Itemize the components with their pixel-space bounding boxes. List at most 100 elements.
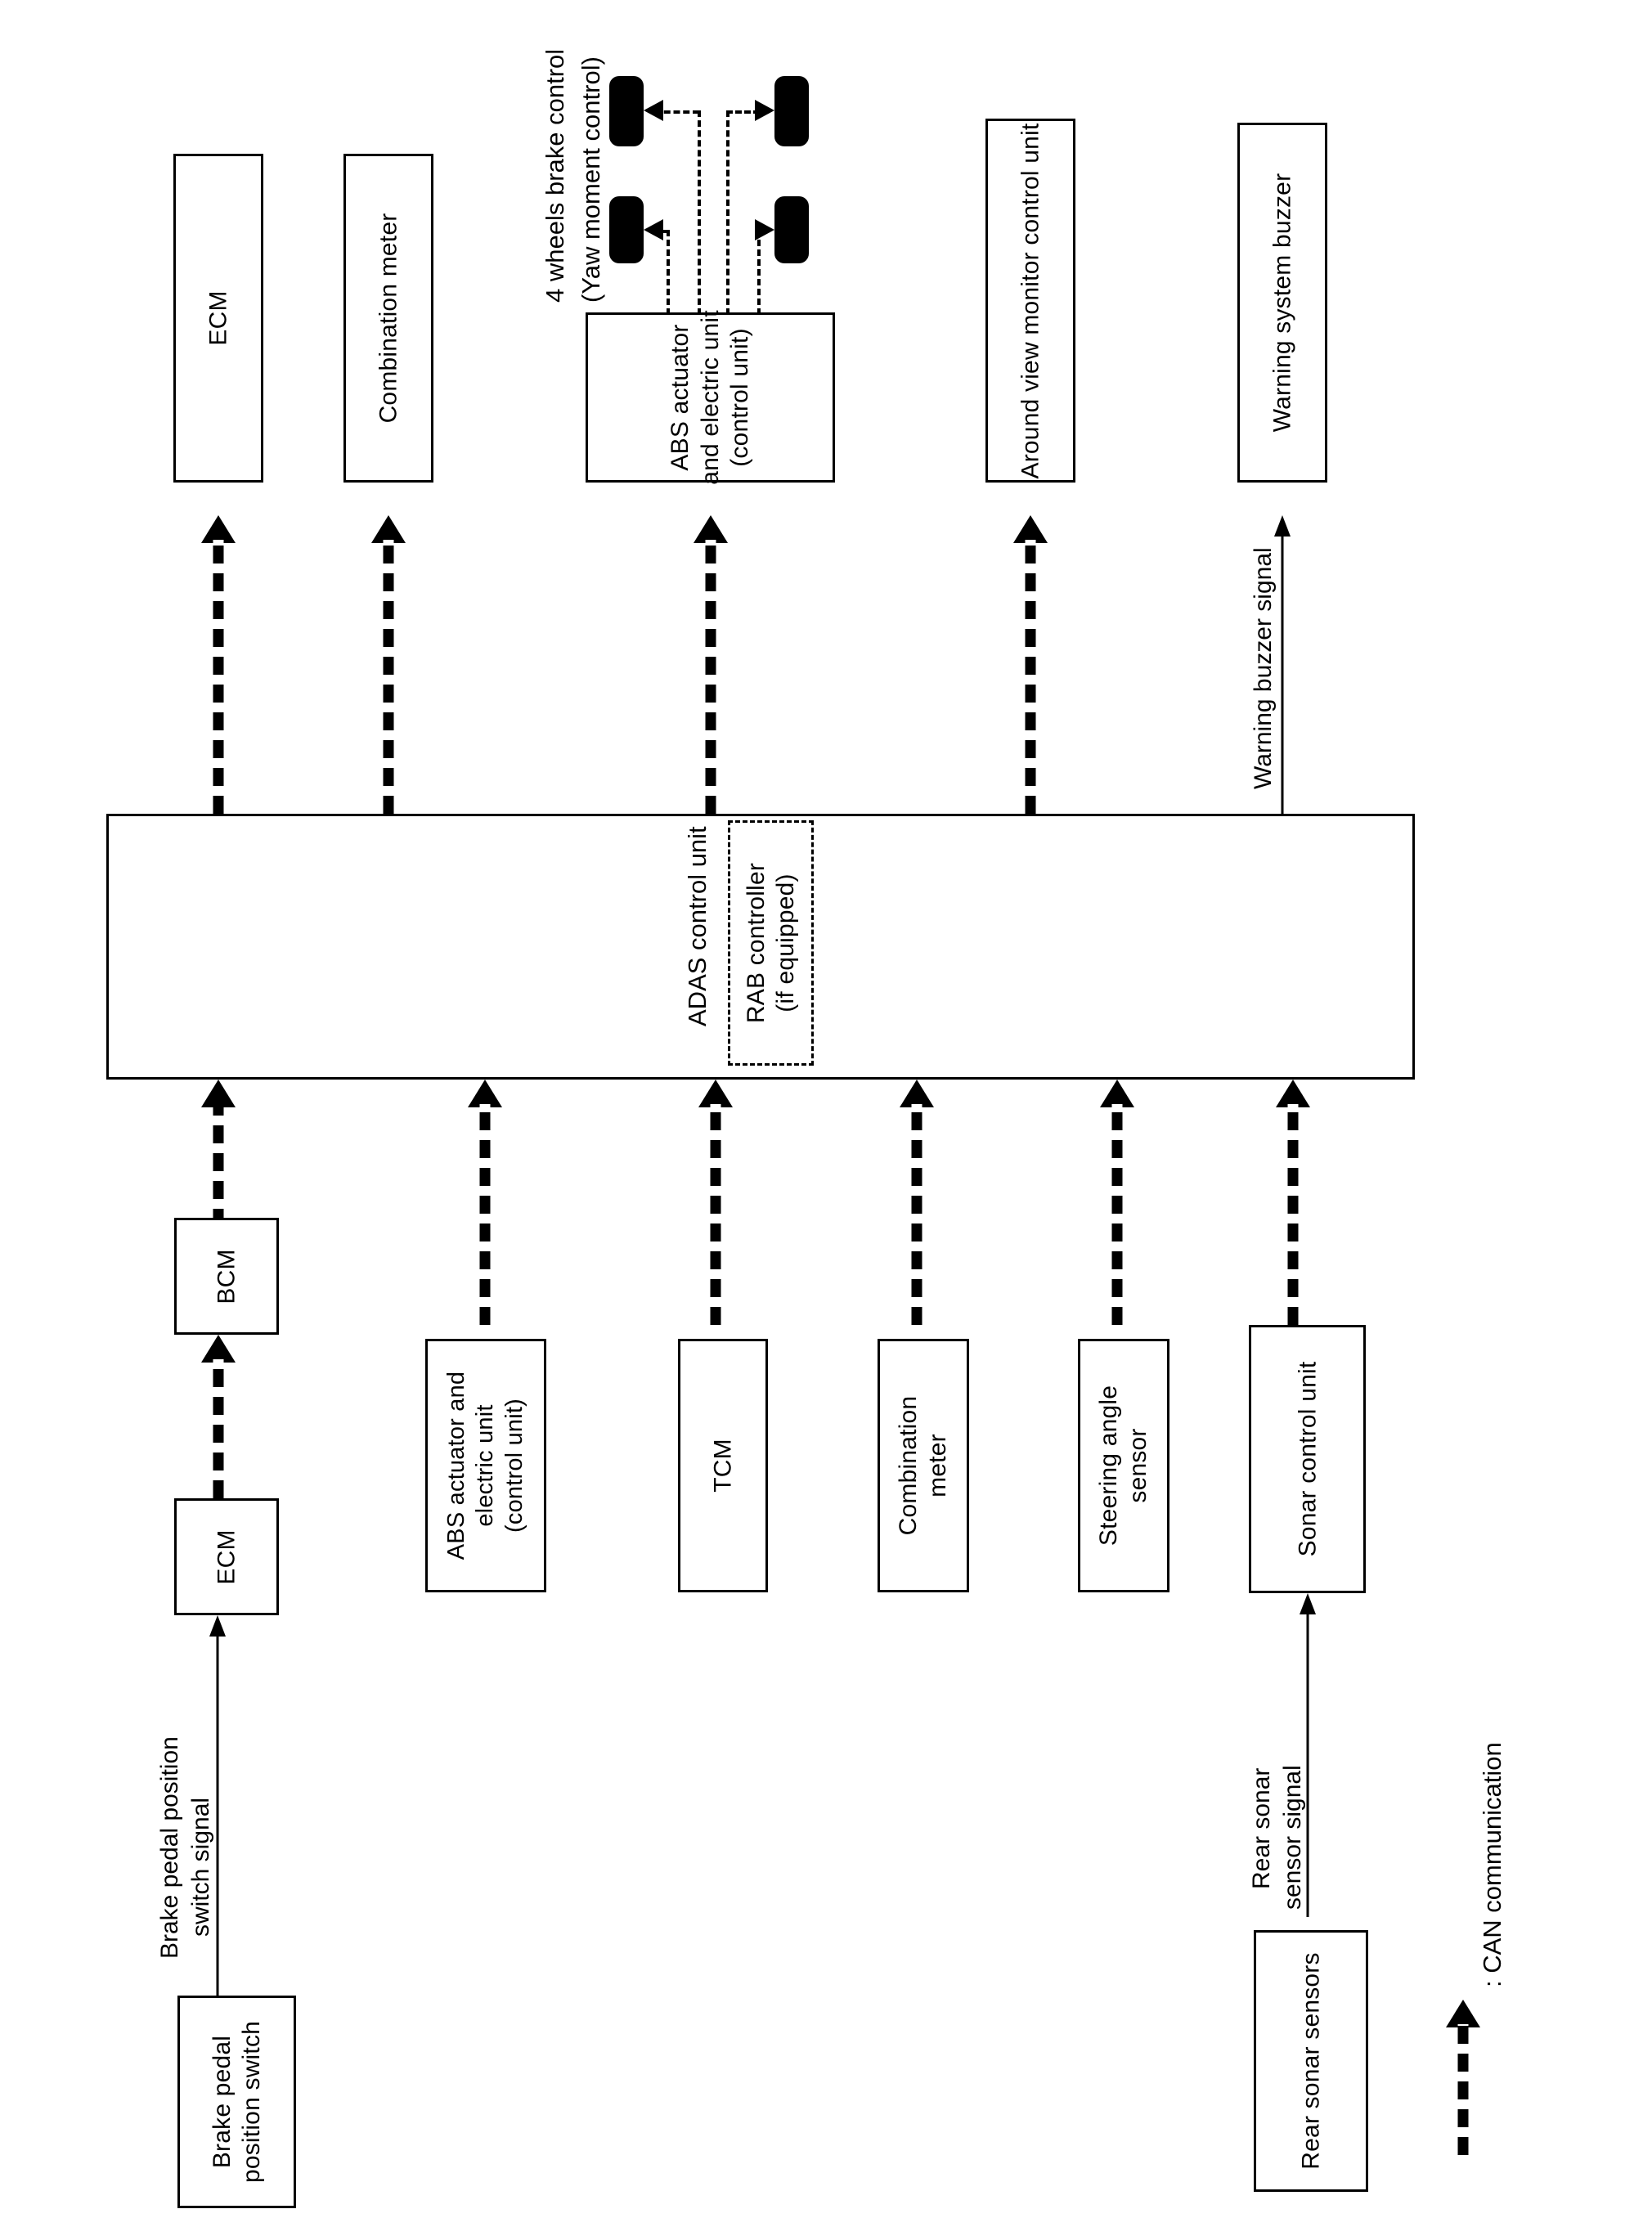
bpps-line2: position switch	[237, 2020, 265, 2184]
node-adas-control-unit-label: ADAS control unit	[683, 826, 712, 1026]
brake-pedal-switch-signal-label-line2: switch signal	[187, 1797, 214, 1937]
can-arrow-head-icon	[1446, 2000, 1480, 2027]
signal-arrow-rear-sonar-sensor	[1291, 1593, 1324, 1917]
abs-output-line2: and electric unit	[696, 310, 724, 485]
node-rear-sonar-sensors[interactable]: Rear sonar sensors	[1254, 1930, 1368, 2192]
can-arrow-tcm-to-adas	[698, 1080, 733, 1325]
node-abs-actuator-input-label: ABS actuator and electric unit (control …	[442, 1372, 529, 1560]
node-tcm-label: TCM	[709, 1439, 737, 1493]
node-sonar-control-unit-label: Sonar control unit	[1293, 1361, 1321, 1557]
can-arrow-shaft	[1457, 2024, 1469, 2155]
can-arrow-shaft	[1287, 1104, 1299, 1325]
warning-buzzer-signal-label: Warning buzzer signal	[1250, 547, 1277, 789]
brake-arrow-front-right-icon	[755, 100, 774, 121]
four-wheels-brake-control-annotation: 4 wheels brake control	[540, 49, 570, 303]
can-arrow-head-icon	[1276, 1080, 1310, 1107]
node-abs-actuator-input[interactable]: ABS actuator and electric unit (control …	[425, 1339, 546, 1592]
node-steering-angle-sensor-label: Steering angle sensor	[1094, 1385, 1153, 1546]
yaw-moment-control-annotation: (Yaw moment control)	[576, 56, 606, 303]
signal-arrow-warning-buzzer	[1266, 515, 1299, 814]
rab-line1: RAB controller	[742, 862, 770, 1024]
can-arrow-combination-meter-to-adas	[900, 1080, 934, 1325]
legend-label: : CAN communication	[1478, 1742, 1506, 1987]
can-arrow-shaft	[710, 1104, 721, 1325]
node-ecm-output-label: ECM	[204, 290, 232, 346]
node-rab-controller[interactable]: RAB controller (if equipped)	[728, 820, 814, 1066]
node-combination-meter-input-label: Combination meter	[894, 1396, 953, 1536]
signal-arrow-shaft	[1281, 535, 1284, 814]
node-abs-actuator-output[interactable]: ABS actuator and electric unit (control …	[586, 310, 835, 485]
signal-arrow-head-icon	[1274, 515, 1291, 537]
can-arrow-shaft	[911, 1104, 923, 1325]
cmi-line2: meter	[924, 1434, 951, 1497]
brake-arrow-rear-right-icon	[755, 219, 774, 240]
abs-output-line1: ABS actuator	[666, 324, 694, 471]
node-ecm-input-label: ECM	[213, 1529, 240, 1585]
node-around-view-monitor-label: Around view monitor control unit	[1017, 123, 1044, 478]
can-arrow-abs-to-adas	[468, 1080, 502, 1325]
can-arrow-head-icon	[371, 515, 406, 543]
wheel-front-right	[774, 76, 809, 146]
can-arrow-adas-to-combination-meter	[371, 515, 406, 814]
brake-line-fl-vertical	[698, 110, 701, 315]
can-arrow-adas-to-ecm	[201, 515, 236, 814]
node-ecm-input[interactable]: ECM	[174, 1498, 279, 1615]
brake-arrow-front-left-icon	[644, 100, 663, 121]
node-tcm[interactable]: TCM	[678, 1339, 768, 1592]
can-arrow-bcm-to-adas	[201, 1080, 236, 1227]
brake-line-rr-vertical	[757, 230, 761, 315]
brake-line-fl-horizontal	[654, 110, 699, 114]
node-sonar-control-unit[interactable]: Sonar control unit	[1249, 1325, 1366, 1593]
can-arrow-head-icon	[694, 515, 728, 543]
node-warning-system-buzzer[interactable]: Warning system buzzer	[1237, 123, 1327, 483]
can-arrow-head-icon	[900, 1080, 934, 1107]
brake-line-fr-vertical	[726, 110, 729, 315]
node-brake-pedal-position-switch[interactable]: Brake pedal position switch	[177, 1996, 296, 2208]
signal-arrow-shaft	[1306, 1613, 1309, 1917]
abs-input-line2: electric unit	[472, 1404, 499, 1527]
wheel-rear-left	[609, 196, 644, 263]
can-arrow-head-icon	[698, 1080, 733, 1107]
can-arrow-shaft	[1025, 540, 1036, 814]
sas-line2: sensor	[1125, 1428, 1151, 1503]
node-combination-meter-output-label: Combination meter	[375, 213, 402, 424]
brake-line-rl-vertical	[667, 230, 670, 315]
rab-line2: (if equipped)	[771, 873, 799, 1012]
node-bcm[interactable]: BCM	[174, 1218, 279, 1335]
four-wheels-brake-control-line1: 4 wheels brake control	[541, 48, 569, 303]
node-combination-meter-input[interactable]: Combination meter	[878, 1339, 969, 1592]
can-arrow-shaft	[479, 1104, 491, 1325]
can-arrow-shaft	[1111, 1104, 1123, 1325]
node-abs-actuator-output-label: ABS actuator and electric unit (control …	[666, 310, 756, 485]
signal-arrow-brake-pedal-switch	[201, 1615, 234, 1996]
signal-arrow-head-icon	[209, 1615, 226, 1637]
rear-sonar-sensor-signal-label-line2: sensor signal	[1279, 1765, 1306, 1910]
node-adas-control-unit[interactable]	[106, 814, 1415, 1080]
can-arrow-ecm-to-bcm	[201, 1335, 236, 1498]
can-arrow-head-icon	[201, 515, 236, 543]
can-arrow-steering-angle-sensor-to-adas	[1100, 1080, 1134, 1325]
node-steering-angle-sensor[interactable]: Steering angle sensor	[1078, 1339, 1169, 1592]
node-combination-meter-output[interactable]: Combination meter	[343, 154, 433, 483]
node-ecm-output[interactable]: ECM	[173, 154, 263, 483]
node-around-view-monitor-control-unit[interactable]: Around view monitor control unit	[985, 119, 1075, 483]
can-arrow-sonar-control-unit-to-adas	[1276, 1080, 1310, 1325]
can-arrow-shaft	[213, 1104, 224, 1227]
wheel-front-left	[609, 76, 644, 146]
can-arrow-head-icon	[468, 1080, 502, 1107]
cmi-line1: Combination	[895, 1395, 922, 1536]
can-arrow-head-icon	[1013, 515, 1048, 543]
node-bcm-label: BCM	[213, 1248, 240, 1304]
abs-input-line1: ABS actuator and	[442, 1371, 469, 1560]
node-rab-controller-label: RAB controller (if equipped)	[742, 863, 801, 1023]
can-arrow-head-icon	[201, 1335, 236, 1363]
can-arrow-adas-to-abs-actuator	[694, 515, 728, 814]
can-arrow-shaft	[213, 540, 224, 814]
can-arrow-shaft	[383, 540, 394, 814]
node-warning-system-buzzer-label: Warning system buzzer	[1268, 173, 1296, 433]
can-arrow-shaft	[213, 1359, 224, 1498]
legend-can-arrow-icon	[1446, 2000, 1480, 2155]
rear-sonar-sensor-signal-label-line1: Rear sonar	[1248, 1767, 1275, 1889]
brake-arrow-rear-left-icon	[644, 219, 663, 240]
